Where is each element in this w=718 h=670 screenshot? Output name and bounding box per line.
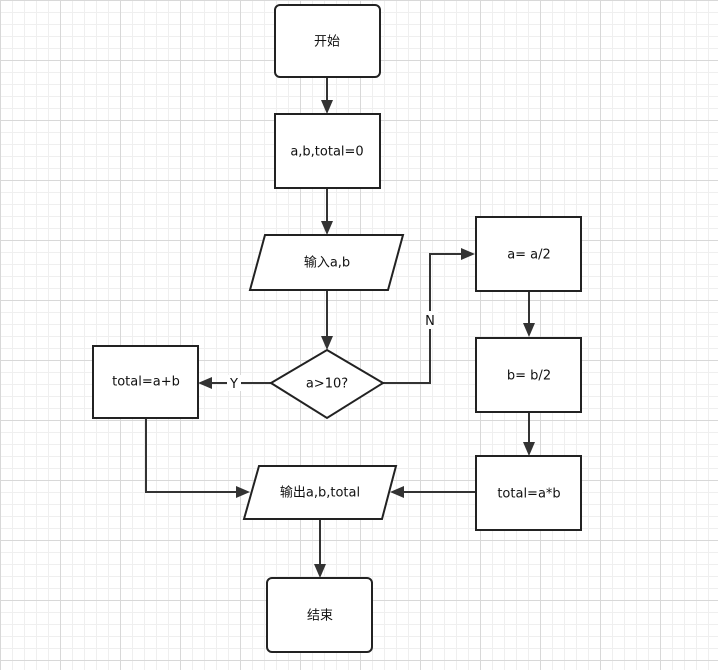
node-decision: a>10? xyxy=(269,348,385,420)
edge-start-to-init xyxy=(321,77,333,114)
edge-init-to-input xyxy=(321,188,333,235)
edge-half-b-to-product xyxy=(523,412,535,456)
edge-product-to-output xyxy=(390,486,476,498)
edge-output-to-end xyxy=(314,519,326,578)
edge-half-a-to-half-b xyxy=(523,291,535,337)
edge-input-to-decision xyxy=(321,290,333,350)
node-start-label: 开始 xyxy=(314,35,340,50)
node-product-label: total=a*b xyxy=(497,487,560,502)
node-init-label: a,b,total=0 xyxy=(290,145,363,160)
node-start: 开始 xyxy=(274,4,381,78)
node-sum: total=a+b xyxy=(92,345,199,419)
node-half-b-label: b= b/2 xyxy=(507,369,551,384)
node-input-label: 输入a,b xyxy=(304,255,350,271)
node-half-a-label: a= a/2 xyxy=(507,248,551,263)
edge-sum-to-output xyxy=(145,418,250,498)
node-output: 输出a,b,total xyxy=(242,465,398,520)
node-end-label: 结束 xyxy=(307,609,333,624)
node-half-b: b= b/2 xyxy=(475,337,582,413)
node-output-label: 输出a,b,total xyxy=(280,485,360,501)
edge-label-yes: Y xyxy=(227,375,241,392)
edge-label-no: N xyxy=(422,311,438,329)
node-end: 结束 xyxy=(266,577,373,653)
edge-label-no-text: N xyxy=(425,314,435,329)
node-init: a,b,total=0 xyxy=(274,113,381,189)
node-sum-label: total=a+b xyxy=(112,375,180,390)
node-product: total=a*b xyxy=(475,455,582,531)
node-input: 输入a,b xyxy=(248,234,405,291)
node-decision-label: a>10? xyxy=(306,377,348,392)
node-half-a: a= a/2 xyxy=(475,216,582,292)
edge-label-yes-text: Y xyxy=(229,377,238,392)
